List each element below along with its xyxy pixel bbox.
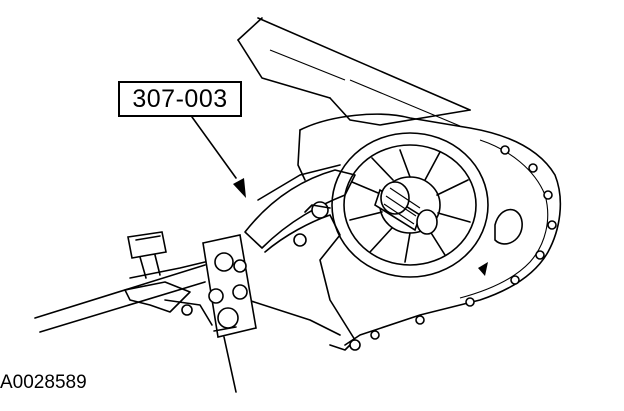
tool-callout: 307-003 — [118, 81, 242, 117]
support-rod — [223, 336, 237, 393]
transmission-case-top — [237, 17, 471, 127]
figure-id-label: A0028589 — [0, 372, 87, 393]
tool-number-label: 307-003 — [132, 84, 228, 113]
tool-plate — [202, 234, 257, 338]
support-bracket — [244, 164, 361, 351]
lifting-beam — [34, 231, 213, 333]
callout-leader — [191, 116, 246, 198]
bell-housing — [297, 113, 562, 346]
clutch-assembly — [331, 132, 489, 278]
